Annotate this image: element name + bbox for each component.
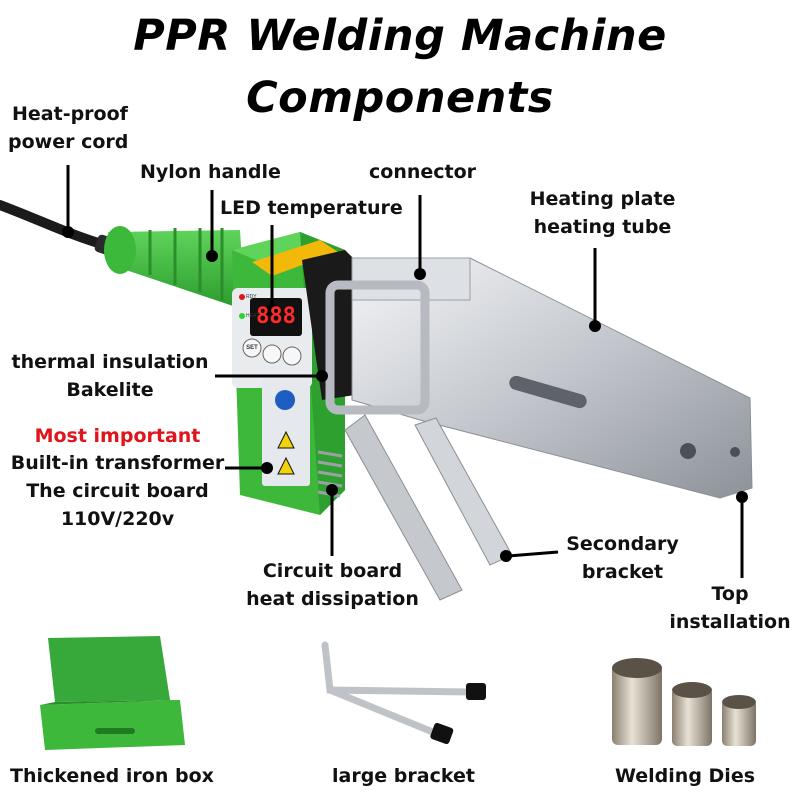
label-most-important: Most important	[34, 425, 201, 447]
label-transformer: Built-in transformer	[10, 452, 225, 474]
label-power-cord-1: Heat-proof	[12, 103, 128, 125]
heating-plate	[325, 257, 753, 499]
set-button: SET	[246, 345, 258, 351]
label-connector: connector	[369, 161, 477, 183]
label-insulation-1: thermal insulation	[11, 351, 209, 373]
label-top-installation-1: Top	[711, 583, 749, 605]
label-welding-dies: Welding Dies	[615, 765, 756, 787]
title-line-1: PPR Welding Machine	[133, 11, 667, 61]
label-circuit-board: The circuit board	[26, 480, 209, 502]
label-iron-box: Thickened iron box	[10, 765, 214, 787]
label-dissipation-1: Circuit board	[262, 560, 403, 582]
main-body	[232, 232, 360, 515]
label-heating-plate-2: heating tube	[533, 216, 672, 238]
label-top-installation-2: installation	[669, 611, 791, 633]
large-bracket-image	[321, 641, 486, 745]
leader-dots	[62, 226, 748, 562]
label-power-cord-2: power cord	[8, 131, 129, 153]
label-heating-plate-1: Heating plate	[529, 188, 676, 210]
led-display: 888	[256, 304, 296, 329]
label-insulation-2: Bakelite	[66, 379, 154, 401]
iron-box-image	[40, 636, 185, 750]
label-dissipation-2: heat dissipation	[246, 588, 419, 610]
indicator-label-rdy: RDY	[246, 294, 257, 300]
title-line-2: Components	[246, 73, 554, 123]
power-cord	[0, 200, 116, 256]
welding-dies-image	[612, 658, 756, 746]
label-led-temperature: LED temperature	[220, 197, 403, 219]
label-large-bracket: large bracket	[332, 765, 475, 787]
label-secondary-bracket-1: Secondary	[566, 533, 679, 555]
label-secondary-bracket-2: bracket	[581, 561, 664, 583]
label-nylon-handle: Nylon handle	[140, 161, 281, 183]
indicator-label-heat: HEAT	[246, 313, 259, 319]
leader-lines	[66, 165, 744, 578]
nylon-handle	[104, 226, 245, 310]
label-voltage: 110V/220v	[60, 508, 175, 530]
